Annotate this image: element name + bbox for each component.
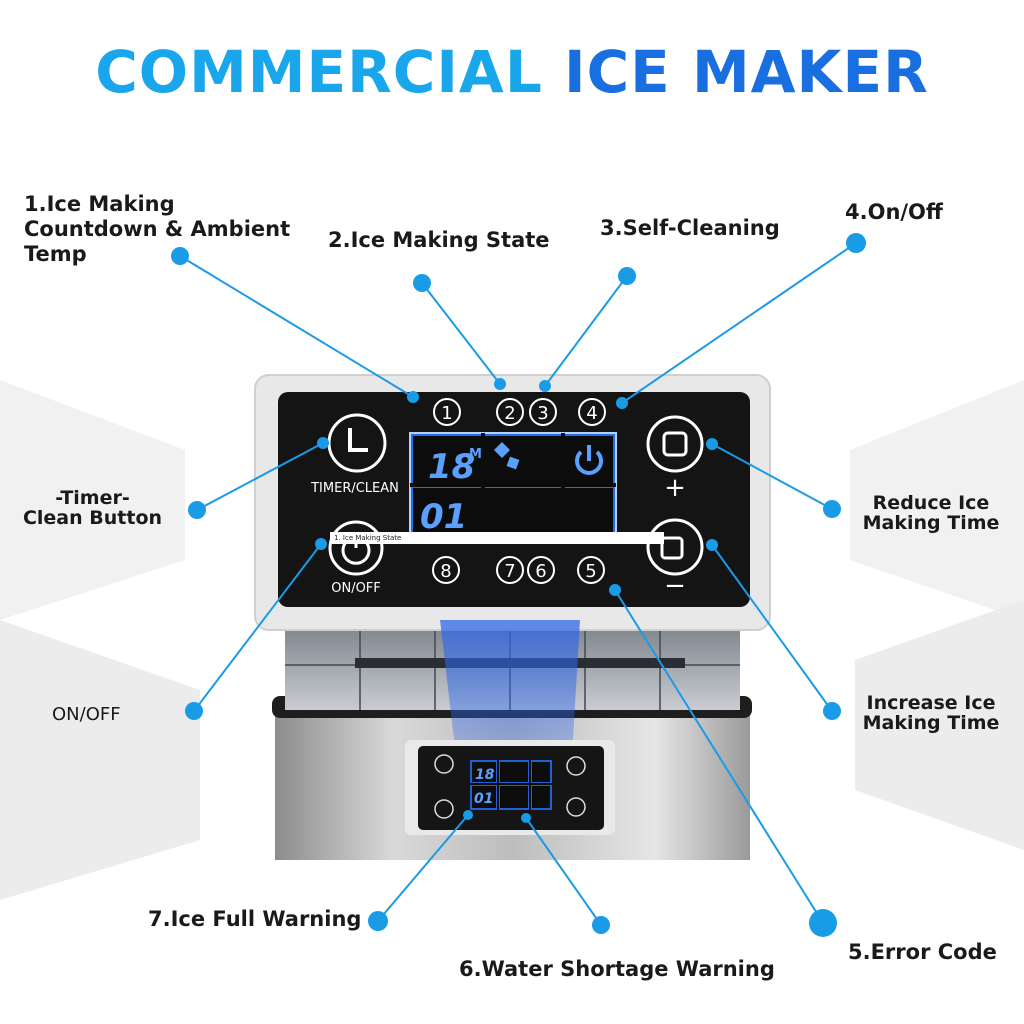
lcd-power-icon — [575, 445, 603, 475]
control-panel: 1 2 3 4 8 7 6 5 TIMER/CLEAN ON/OFF + − 1… — [278, 392, 750, 607]
label-countdown-line3: Temp — [24, 242, 87, 266]
front-increase-button[interactable] — [566, 797, 586, 817]
front-timer-button[interactable] — [434, 754, 454, 774]
marker-1: 1 — [441, 403, 452, 424]
panel-caption: 1. Ice Making State — [330, 532, 664, 544]
label-reduce-line1: Reduce Ice — [872, 492, 990, 514]
marker-5: 5 — [585, 561, 596, 582]
marker-7: 7 — [504, 561, 515, 582]
ice-making-state-icon — [494, 442, 520, 470]
label-self-cleaning: 3.Self-Cleaning — [600, 216, 780, 240]
marker-8: 8 — [440, 561, 451, 582]
minus-sign: − — [664, 571, 686, 601]
label-increase-line2: Making Time — [862, 712, 1000, 734]
callout-lines — [179, 242, 857, 926]
label-reduce-line2: Making Time — [862, 512, 1000, 534]
label-countdown-temp: 1.Ice Making Countdown & Ambient Temp — [24, 192, 290, 267]
label-timer-line1: -Timer- — [55, 487, 130, 509]
front-lcd-timer: 18 — [475, 767, 495, 783]
front-reduce-button[interactable] — [566, 756, 586, 776]
label-countdown-line1: 1.Ice Making — [24, 192, 175, 216]
front-power-button[interactable] — [434, 799, 454, 819]
label-on-off: 4.On/Off — [845, 200, 943, 224]
plus-sign: + — [664, 473, 686, 503]
title-part-ice-maker: ICE MAKER — [563, 38, 929, 106]
label-error-code: 5.Error Code — [848, 940, 997, 964]
timer-clean-label: TIMER/CLEAN — [310, 481, 399, 496]
label-timer-clean: -Timer- Clean Button — [20, 488, 165, 528]
front-lcd-temp: 01 — [474, 791, 493, 807]
label-water-shortage: 6.Water Shortage Warning — [459, 957, 775, 981]
on-off-label: ON/OFF — [331, 581, 381, 596]
label-timer-line2: Clean Button — [22, 507, 163, 529]
label-on-off-side: ON/OFF — [52, 704, 121, 725]
lcd-timer-value: 18 — [428, 447, 475, 487]
label-countdown-line2: Countdown & Ambient — [24, 217, 291, 241]
marker-4: 4 — [586, 403, 597, 424]
marker-3: 3 — [537, 403, 548, 424]
label-reduce-time: Reduce Ice Making Time — [856, 493, 1006, 533]
page-title: COMMERCIAL ICE MAKER — [0, 38, 1024, 106]
increase-time-button[interactable] — [646, 518, 704, 576]
lcd-unit: M — [469, 447, 482, 462]
lcd-temp-value: 01 — [420, 497, 467, 537]
callout-dots — [171, 233, 866, 937]
reduce-time-button[interactable] — [646, 415, 704, 473]
front-control-panel: 18 01 — [405, 740, 615, 835]
title-part-commercial: COMMERCIAL — [95, 38, 543, 106]
number-markers — [432, 398, 606, 584]
label-ice-making-state: 2.Ice Making State — [328, 228, 550, 252]
marker-2: 2 — [504, 403, 515, 424]
label-increase-line1: Increase Ice — [866, 692, 996, 714]
label-ice-full-warning: 7.Ice Full Warning — [148, 907, 362, 931]
background-shapes — [0, 380, 1024, 900]
marker-6: 6 — [535, 561, 546, 582]
label-increase-time: Increase Ice Making Time — [856, 693, 1006, 733]
